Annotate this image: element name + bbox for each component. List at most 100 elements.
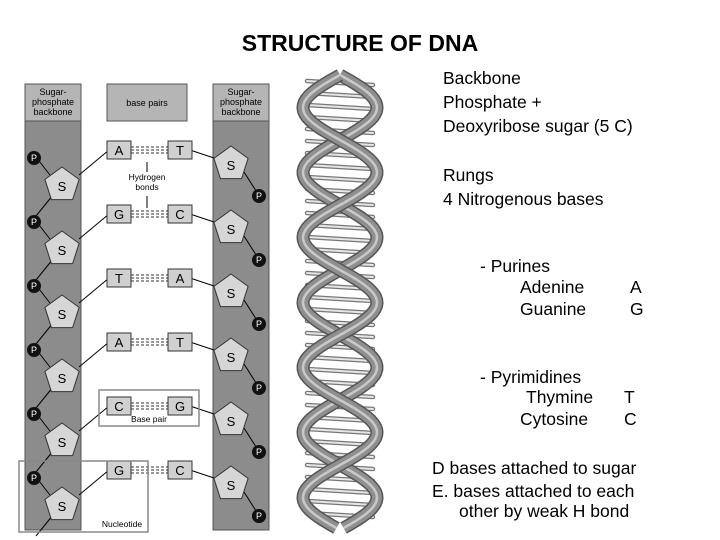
phosphate-label: P bbox=[31, 473, 37, 483]
helix-rung-highlight bbox=[306, 488, 374, 494]
phosphate-label: P bbox=[31, 217, 37, 227]
sugar-pentagon-right bbox=[213, 273, 249, 308]
nucleotide-outline bbox=[18, 460, 149, 533]
phosphate-circle-left bbox=[27, 215, 41, 229]
purine-guanine: Guanine bbox=[520, 299, 587, 319]
base-letter-left: G bbox=[114, 463, 124, 478]
helix-rung-highlight bbox=[306, 500, 374, 506]
sugar-label: S bbox=[227, 222, 236, 237]
base-pair-outline bbox=[98, 389, 200, 427]
rungs-description: 4 Nitrogenous bases bbox=[443, 189, 604, 209]
base-letter-left: C bbox=[114, 399, 123, 414]
left-backbone-header-box bbox=[24, 83, 82, 122]
pyrimidine-letter-t: T bbox=[624, 387, 635, 407]
phosphate-label: P bbox=[256, 383, 262, 393]
base-letter-left: G bbox=[114, 207, 124, 222]
rungs-heading: Rungs bbox=[443, 165, 494, 185]
base-box-left bbox=[106, 332, 132, 352]
sugar-label: S bbox=[227, 350, 236, 365]
left-backbone-header-text: Sugar- bbox=[39, 87, 66, 97]
ladder-diagram: Sugar-phosphatebackboneSugar-phosphateba… bbox=[18, 83, 270, 537]
sugar-pentagon-right bbox=[213, 337, 249, 372]
purine-adenine: Adenine bbox=[520, 277, 585, 297]
helix-rung-highlight bbox=[306, 428, 374, 434]
helix-rung-highlight bbox=[306, 104, 374, 110]
phosphate-label: P bbox=[256, 191, 262, 201]
base-pairs-header: base pairs bbox=[126, 98, 168, 108]
phosphate-circle-right bbox=[252, 317, 266, 331]
sugar-base-bond bbox=[78, 341, 110, 368]
phosphate-circle-right bbox=[252, 509, 266, 523]
helix-strand-shine-1 bbox=[301, 73, 379, 530]
sugar-base-bond bbox=[78, 405, 110, 432]
sugar-base-bond bbox=[78, 213, 110, 240]
phosphate-label: P bbox=[31, 409, 37, 419]
sugar-pentagon-left bbox=[44, 358, 80, 393]
left-backbone-header-text: phosphate bbox=[32, 97, 74, 107]
helix-rung-highlight bbox=[306, 368, 374, 374]
sugar-pentagon-right bbox=[213, 401, 249, 436]
phosphate-circle-left bbox=[27, 279, 41, 293]
backbone-components: Phosphate + bbox=[443, 92, 542, 112]
helix-rung-highlight bbox=[306, 236, 374, 242]
phosphate-sugar-bond bbox=[35, 194, 54, 217]
base-box-right bbox=[167, 396, 193, 416]
phosphate-circle-left bbox=[27, 151, 41, 165]
phosphate-label: P bbox=[256, 511, 262, 521]
sugar-label: S bbox=[58, 435, 67, 450]
base-pair-label: Base pair bbox=[131, 414, 167, 424]
helix-rung-highlight bbox=[306, 296, 374, 302]
fact-bases-attached: E. bases attached to each bbox=[432, 481, 635, 501]
sugar-base-bond bbox=[78, 469, 110, 496]
base-letter-right: T bbox=[176, 143, 184, 158]
phosphate-label: P bbox=[31, 345, 37, 355]
base-pairs-header-box bbox=[106, 83, 188, 122]
backbone-sugar: Deoxyribose sugar (5 C) bbox=[443, 116, 633, 136]
helix-rung-highlight bbox=[306, 176, 374, 182]
phosphate-sugar-bond bbox=[35, 258, 54, 281]
sugar-pentagon-left bbox=[44, 294, 80, 329]
base-letter-left: A bbox=[115, 143, 124, 158]
phosphate-sugar-bond bbox=[35, 386, 54, 409]
sugar-base-bond bbox=[78, 277, 110, 304]
sugar-pentagon-left bbox=[44, 230, 80, 265]
sugar-label: S bbox=[58, 371, 67, 386]
sugar-label: S bbox=[58, 179, 67, 194]
phosphate-circle-right bbox=[252, 381, 266, 395]
page-title: STRUCTURE OF DNA bbox=[241, 30, 479, 56]
base-letter-right: C bbox=[175, 207, 184, 222]
phosphate-label: P bbox=[31, 153, 37, 163]
phosphate-label: P bbox=[31, 281, 37, 291]
phosphate-circle-left bbox=[27, 471, 41, 485]
right-backbone-header-text: phosphate bbox=[220, 97, 262, 107]
phosphate-label: P bbox=[256, 255, 262, 265]
base-box-right bbox=[167, 140, 193, 160]
double-helix bbox=[296, 69, 384, 534]
sugar-pentagon-left bbox=[44, 486, 80, 521]
backbone-heading: Backbone bbox=[443, 68, 521, 88]
purine-letter-a: A bbox=[630, 277, 642, 297]
base-letter-right: C bbox=[175, 463, 184, 478]
helix-rung-highlight bbox=[306, 308, 374, 314]
base-box-right bbox=[167, 332, 193, 352]
phosphate-label: P bbox=[256, 447, 262, 457]
sugar-base-bond bbox=[78, 149, 110, 176]
hydrogen-bonds-label: bonds bbox=[135, 182, 158, 192]
base-box-left bbox=[106, 268, 132, 288]
base-letter-left: T bbox=[115, 271, 123, 286]
sugar-pentagon-left bbox=[44, 166, 80, 201]
left-backbone-header-text: backbone bbox=[33, 107, 72, 117]
sugar-label: S bbox=[227, 478, 236, 493]
sugar-pentagon-right bbox=[213, 145, 249, 180]
nucleotide-label: Nucleotide bbox=[102, 519, 142, 529]
phosphate-sugar-bond bbox=[35, 322, 54, 345]
sugar-pentagon-right bbox=[213, 465, 249, 500]
hydrogen-bonds-label: Hydrogen bbox=[129, 172, 166, 182]
phosphate-circle-right bbox=[252, 189, 266, 203]
right-backbone-header-text: backbone bbox=[221, 107, 260, 117]
phosphate-circle-left bbox=[27, 343, 41, 357]
phosphate-circle-right bbox=[252, 445, 266, 459]
sugar-label: S bbox=[58, 307, 67, 322]
base-box-right bbox=[167, 204, 193, 224]
